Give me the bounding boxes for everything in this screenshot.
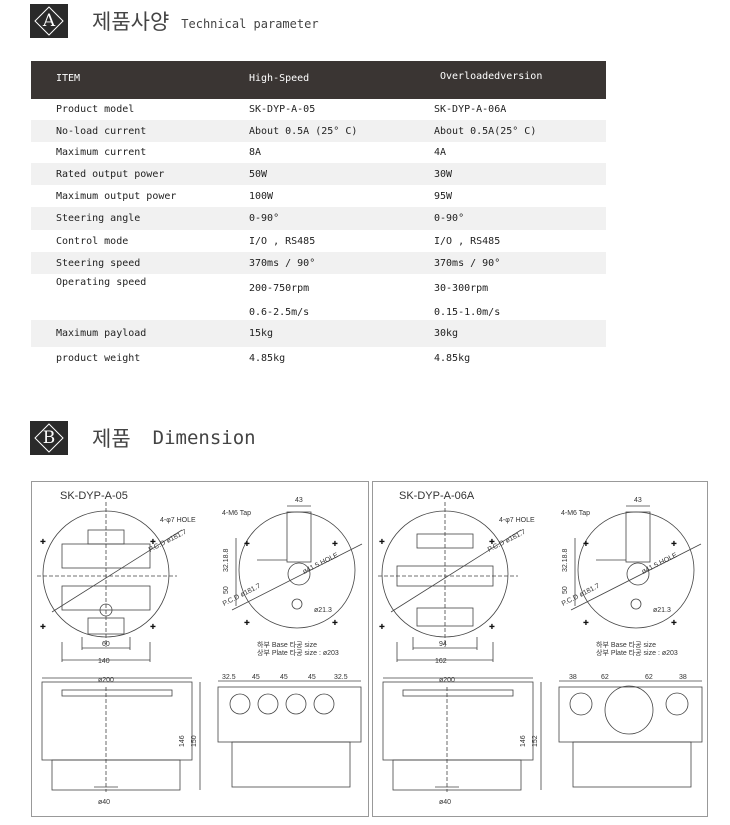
svg-text:✚: ✚ [332,619,338,627]
note-2: 상부 Plate 타공 size : ø203 [596,648,678,657]
d-40-label: ø40 [98,799,110,806]
side-top-4: 32.5 [334,674,348,681]
diamond-icon [34,6,64,36]
svg-text:✚: ✚ [671,619,677,627]
svg-text:✚: ✚ [150,538,156,546]
d-50-label: 50 [223,586,230,594]
h-inner-label: 146 [179,735,186,747]
hole-small-label: ø41.5 HOLE [641,552,679,576]
h-inner-label: 146 [520,735,527,747]
section-a-title: 제품사양 [92,10,170,34]
width-outer-label: 140 [98,658,110,665]
hole-label: 4-φ7 HOLE [499,517,535,524]
side-top-3: 45 [308,674,316,681]
svg-text:✚: ✚ [379,538,385,546]
section-b-letter: B [42,428,56,448]
svg-text:✚: ✚ [244,619,250,627]
svg-text:✚: ✚ [671,540,677,548]
tap-label: 4-M6 Tap [561,510,590,517]
hole-small-label: ø41.5 HOLE [302,552,340,576]
top-43-label: 43 [295,497,303,504]
section-a-badge: A [30,4,68,38]
section-b-badge: B [30,421,68,455]
svg-text:✚: ✚ [379,623,385,631]
section-a-subtitle: Technical parameter [181,16,319,31]
dimension-drawing-05: ✚✚ ✚✚ ✚✚ ✚✚ SK-DYP-A-05 4-φ7 HOLE P.C.D … [31,481,369,817]
note-1: 하부 Base 타공 size [596,640,656,649]
header-high-speed: High-Speed [249,73,310,84]
svg-text:✚: ✚ [489,538,495,546]
svg-text:✚: ✚ [583,540,589,548]
note-2: 상부 Plate 타공 size : ø203 [257,648,339,657]
side-top-1: 45 [252,674,260,681]
d-200-label: ø200 [439,677,455,684]
model-label: SK-DYP-A-06A [399,490,475,502]
width-inner-label: 60 [102,641,110,648]
model-label: SK-DYP-A-05 [60,490,128,502]
width-outer-label: 162 [435,658,447,665]
side-top-0: 32.5 [222,674,236,681]
side-top-3: 38 [679,674,687,681]
side-top-2: 62 [645,674,653,681]
svg-text:✚: ✚ [40,623,46,631]
phi-21-label: ø21.3 [653,607,671,614]
d-32-label: 32.18.8 [562,549,569,572]
spec-table-header: ITEM High-Speed Overloadedversion [31,61,606,99]
dimension-drawing-06a: ✚✚ ✚✚ ✚✚ ✚✚ SK-DYP-A-06A 4-φ7 HOLE P.C.D… [372,481,708,817]
header-item: ITEM [56,73,81,84]
header-overloaded: Overloadedversion [440,71,543,82]
diamond-icon [34,423,64,453]
svg-text:✚: ✚ [244,540,250,548]
tap-label: 4-M6 Tap [222,510,251,517]
section-b-subtitle: Dimension [152,427,256,449]
svg-text:✚: ✚ [332,540,338,548]
svg-text:✚: ✚ [150,623,156,631]
hole-label: 4-φ7 HOLE [160,517,196,524]
svg-text:✚: ✚ [40,538,46,546]
d-40-label: ø40 [439,799,451,806]
section-a-header: A 제품사양 Technical parameter [30,4,319,38]
side-top-2: 45 [280,674,288,681]
h-outer-label: 152 [532,735,539,747]
width-inner-label: 94 [439,641,447,648]
section-a-letter: A [42,11,56,31]
section-b-title: 제품 [92,427,131,451]
svg-text:✚: ✚ [489,623,495,631]
spec-table: ITEM High-Speed Overloadedversion Produc… [31,61,606,370]
phi-21-label: ø21.3 [314,607,332,614]
d-200-label: ø200 [98,677,114,684]
side-top-0: 38 [569,674,577,681]
d-32-label: 32.18.8 [223,549,230,572]
section-b-header: B 제품 Dimension [30,421,256,455]
side-top-1: 62 [601,674,609,681]
svg-text:✚: ✚ [583,619,589,627]
top-43-label: 43 [634,497,642,504]
note-1: 하부 Base 타공 size [257,640,317,649]
h-outer-label: 150 [191,735,198,747]
d-50-label: 50 [562,586,569,594]
